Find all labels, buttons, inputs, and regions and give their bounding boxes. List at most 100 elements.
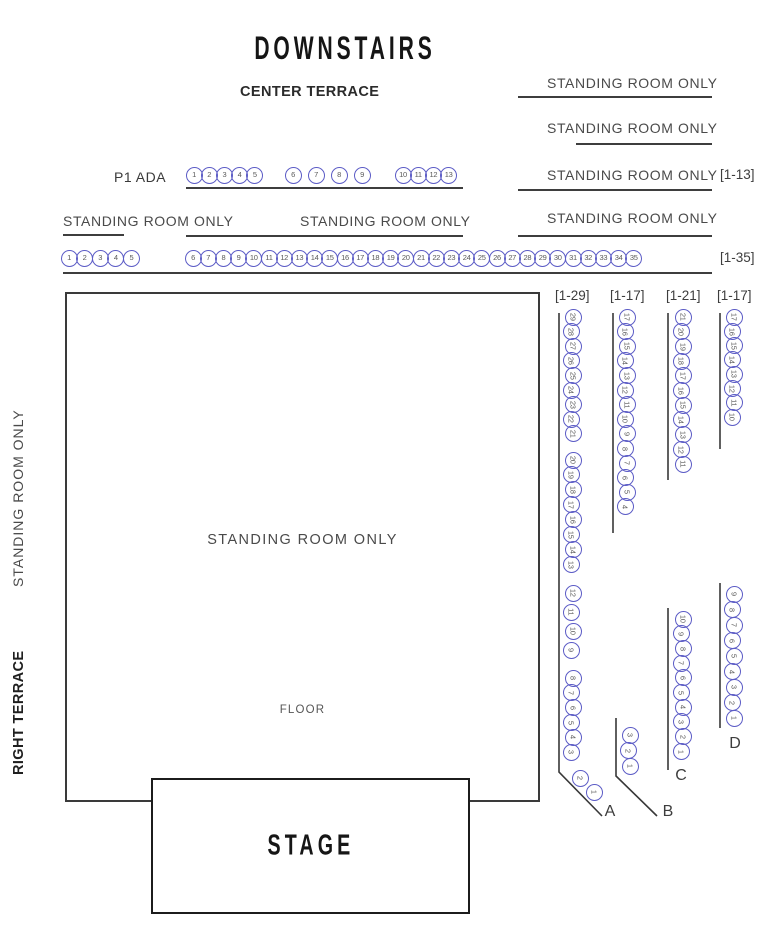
seat-p1-10[interactable]: 10 <box>394 166 412 184</box>
section-b-label: B <box>662 803 674 820</box>
seat-number: 12 <box>676 445 686 454</box>
seat-B-3[interactable]: 3 <box>621 726 639 744</box>
seat-number: 7 <box>206 253 211 263</box>
seat-B-4[interactable]: 4 <box>616 498 634 516</box>
seat-terrace-3[interactable]: 3 <box>91 249 109 267</box>
range-label-1-35: [1-35] <box>720 250 755 265</box>
seat-number: 12 <box>280 253 289 263</box>
seat-number: 22 <box>432 253 441 263</box>
seat-D-1[interactable]: 1 <box>725 709 743 727</box>
seat-terrace-30[interactable]: 30 <box>549 249 567 267</box>
seat-number: 15 <box>729 341 739 350</box>
seat-terrace-11[interactable]: 11 <box>260 249 278 267</box>
seat-number: 2 <box>727 700 737 705</box>
seat-terrace-21[interactable]: 21 <box>412 249 430 267</box>
seat-D-9[interactable]: 9 <box>725 585 743 603</box>
seat-number: 13 <box>295 253 304 263</box>
seat-number: 3 <box>676 719 686 724</box>
seat-C-11[interactable]: 11 <box>674 455 692 473</box>
seat-p1-8[interactable]: 8 <box>330 166 348 184</box>
section-a-label: A <box>604 803 616 820</box>
seat-number: 6 <box>568 705 578 710</box>
seat-number: 12 <box>620 386 630 394</box>
seat-D-6[interactable]: 6 <box>723 632 741 649</box>
seat-number: 1 <box>67 253 71 263</box>
seat-p1-9[interactable]: 9 <box>353 166 371 184</box>
seat-number: 17 <box>566 500 576 509</box>
seat-D-8[interactable]: 8 <box>723 601 741 618</box>
seat-number: 11 <box>566 608 576 616</box>
section-a-range: [1-29] <box>555 288 590 303</box>
seat-number: 16 <box>676 386 686 395</box>
seat-number: 31 <box>569 253 577 263</box>
seat-number: 8 <box>678 646 688 651</box>
seat-number: 21 <box>568 429 578 438</box>
seat-number: 14 <box>568 545 578 554</box>
seat-terrace-35[interactable]: 35 <box>625 249 643 267</box>
seat-A-21[interactable]: 21 <box>564 425 582 443</box>
seat-p1-7[interactable]: 7 <box>307 166 325 184</box>
seat-D-5[interactable]: 5 <box>725 647 743 665</box>
seat-A-11[interactable]: 11 <box>562 603 580 621</box>
seat-terrace-5[interactable]: 5 <box>122 249 140 267</box>
seat-A-13[interactable]: 13 <box>562 555 580 573</box>
seat-number: 1 <box>625 764 635 768</box>
seat-D-3[interactable]: 3 <box>725 678 743 696</box>
seat-number: 7 <box>676 661 686 666</box>
seat-number: 3 <box>98 253 103 263</box>
seat-terrace-2[interactable]: 2 <box>76 249 94 267</box>
seat-number: 20 <box>676 327 686 336</box>
seat-number: 2 <box>678 734 688 739</box>
seat-terrace-6[interactable]: 6 <box>184 249 202 267</box>
seat-number: 10 <box>678 615 688 623</box>
seat-number: 15 <box>325 253 334 263</box>
seat-D-2[interactable]: 2 <box>723 694 741 711</box>
seat-number: 35 <box>629 253 638 263</box>
seat-A-1[interactable]: 1 <box>585 783 603 801</box>
seat-B-2[interactable]: 2 <box>619 742 637 759</box>
seat-number: 10 <box>620 415 630 424</box>
seat-p1-5[interactable]: 5 <box>246 166 264 184</box>
seat-number: 13 <box>729 370 739 379</box>
seat-terrace-31[interactable]: 31 <box>564 249 582 267</box>
seat-number: 14 <box>310 253 319 263</box>
seat-number: 12 <box>727 384 737 393</box>
seat-A-4[interactable]: 4 <box>564 728 582 746</box>
seat-A-12[interactable]: 12 <box>564 584 582 602</box>
seat-B-1[interactable]: 1 <box>621 757 639 775</box>
seat-number: 20 <box>401 253 410 263</box>
seat-terrace-16[interactable]: 16 <box>336 249 354 267</box>
seat-p1-6[interactable]: 6 <box>284 166 302 184</box>
seat-number: 1 <box>676 749 686 754</box>
seat-number: 8 <box>221 253 226 263</box>
seat-C-1[interactable]: 1 <box>672 742 690 760</box>
seat-A-3[interactable]: 3 <box>562 743 580 761</box>
seat-number: 10 <box>399 170 407 180</box>
seat-p1-13[interactable]: 13 <box>440 166 458 184</box>
seat-p1-1[interactable]: 1 <box>185 166 203 184</box>
seat-A-9[interactable]: 9 <box>562 641 580 659</box>
seat-D-4[interactable]: 4 <box>723 663 741 680</box>
seat-terrace-1[interactable]: 1 <box>60 249 78 267</box>
seat-number: 16 <box>727 327 737 336</box>
seat-terrace-20[interactable]: 20 <box>397 249 415 267</box>
seat-terrace-15[interactable]: 15 <box>321 249 339 267</box>
seat-number: 22 <box>566 415 576 424</box>
seat-D-10[interactable]: 10 <box>723 408 741 426</box>
seat-number: 15 <box>678 401 688 410</box>
seat-A-10[interactable]: 10 <box>564 622 582 640</box>
section-b-range: [1-17] <box>610 288 645 303</box>
seat-terrace-10[interactable]: 10 <box>245 249 263 267</box>
seat-A-2[interactable]: 2 <box>571 769 589 787</box>
seat-number: 7 <box>314 170 318 180</box>
seat-terrace-4[interactable]: 4 <box>107 249 125 267</box>
seat-terrace-25[interactable]: 25 <box>473 249 491 267</box>
standing-room-label-3: STANDING ROOM ONLY <box>547 167 718 183</box>
seat-D-7[interactable]: 7 <box>725 616 743 634</box>
seat-terrace-26[interactable]: 26 <box>488 249 506 267</box>
seat-number: 7 <box>566 690 576 695</box>
seat-number: 8 <box>568 676 578 680</box>
seat-number: 11 <box>265 253 273 263</box>
seat-number: 6 <box>620 475 630 480</box>
seat-number: 12 <box>568 589 578 597</box>
